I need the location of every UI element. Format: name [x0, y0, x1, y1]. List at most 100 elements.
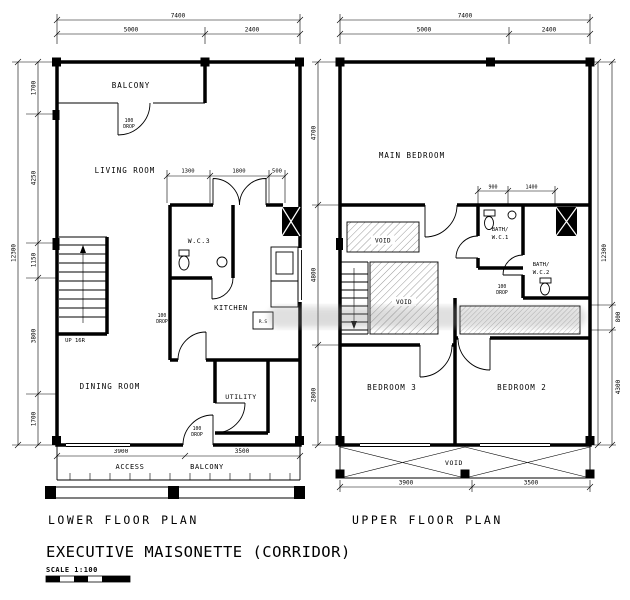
- lower-room-labels: BALCONY LIVING ROOM W.C.3 KITCHEN DINING…: [65, 81, 267, 471]
- upper-outer-walls: [338, 60, 592, 447]
- footer: LOWER FLOOR PLAN UPPER FLOOR PLAN EXECUT…: [45, 513, 503, 583]
- note-drop1-line2: DROP: [123, 124, 135, 130]
- window-bottom-left: [66, 443, 130, 447]
- dim-upper-total-width: 7400: [458, 13, 473, 20]
- dim-lower-w2: 2400: [245, 27, 260, 34]
- note-drop2-line1: 100: [158, 313, 167, 319]
- dim-lower-total-width: 7400: [171, 13, 186, 20]
- dim-upper-left1: 4700: [311, 125, 318, 140]
- corridor-column: [45, 486, 56, 499]
- void-column: [585, 469, 595, 479]
- lower-access-strip: [45, 445, 305, 499]
- window-bedroom2: [480, 443, 550, 447]
- service-duct-cross-icon: [281, 206, 301, 237]
- label-bg: [392, 297, 416, 306]
- dim-upper-left2: 4800: [311, 267, 318, 282]
- room-label-bath1-line2: W.C.1: [492, 235, 509, 241]
- corridor-column: [294, 486, 305, 499]
- room-label-dining: DINING ROOM: [80, 382, 141, 391]
- window-gap: [360, 441, 430, 449]
- lower-dimensions: 7400 5000 2400 1700 4250 1150 3800 1700 …: [11, 13, 304, 460]
- room-label-main-bedroom: MAIN BEDROOM: [379, 151, 445, 160]
- stair-arrow-icon: [80, 245, 86, 253]
- dim-lines: [17, 19, 300, 457]
- lower-interior-walls: [57, 62, 300, 435]
- bedroom2-door: [457, 337, 491, 371]
- dim-upper-right-total: 12300: [601, 244, 608, 262]
- upper-plan-title: UPPER FLOOR PLAN: [352, 513, 503, 527]
- room-label-bedroom3: BEDROOM 3: [367, 383, 417, 392]
- utility-door: [214, 402, 246, 434]
- dim-upper-b2: 3500: [524, 480, 539, 487]
- lower-doors: [117, 102, 267, 446]
- label-bg: [441, 457, 467, 467]
- dim-lower-m2: 1800: [232, 169, 245, 175]
- kitchen-sink: [275, 251, 294, 275]
- scale-bar: [45, 575, 131, 583]
- dim-upper-w1: 5000: [417, 27, 432, 34]
- lower-floor-plan: 7400 5000 2400 1700 4250 1150 3800 1700 …: [11, 13, 305, 499]
- note-drop3-line1: 100: [193, 426, 202, 432]
- room-label-balcony: BALCONY: [112, 81, 151, 90]
- void-column: [335, 469, 345, 479]
- room-label-void-stair: VOID: [396, 299, 412, 306]
- dim-upper-m1: 900: [488, 185, 497, 191]
- note-drop1-line1: 100: [125, 118, 134, 124]
- upper-doors: [419, 204, 524, 378]
- dim-upper-b1: 3900: [399, 480, 414, 487]
- lower-columns: [52, 57, 304, 445]
- drawing-title: EXECUTIVE MAISONETTE (CORRIDOR): [46, 543, 351, 561]
- dim-lower-b1: 3900: [114, 448, 129, 455]
- room-label-bedroom2: BEDROOM 2: [497, 383, 547, 392]
- dim-lower-h5: 1700: [31, 411, 38, 426]
- room-label-void-corridor: VOID: [375, 238, 391, 245]
- bath1-basin: [507, 210, 517, 220]
- lower-plan-title: LOWER FLOOR PLAN: [48, 513, 199, 527]
- dim-lower-h3: 1150: [31, 252, 38, 267]
- dim-lower-b2: 3500: [235, 448, 250, 455]
- scale-text: SCALE 1:100: [46, 566, 98, 574]
- note-drop3-line2: DROP: [191, 432, 203, 438]
- room-label-void-bottom: VOID: [445, 459, 463, 467]
- lower-stairs: [59, 236, 107, 323]
- dim-lower-h2: 4250: [31, 170, 38, 185]
- room-label-utility: UTILITY: [225, 393, 257, 401]
- dim-lower-m3: 500: [272, 169, 282, 175]
- dim-lower-w1: 5000: [124, 27, 139, 34]
- dim-ticks: [314, 16, 616, 491]
- room-label-wc3: W.C.3: [188, 237, 211, 245]
- dim-upper-right1: 800: [615, 311, 622, 322]
- lower-structure: [52, 57, 304, 449]
- upper-fixtures: [483, 209, 552, 296]
- main-bedroom-door: [424, 204, 458, 238]
- note-rs: R.S: [259, 319, 267, 325]
- note-drop-line1: 100: [498, 284, 507, 290]
- dim-upper-right2: 4300: [615, 379, 622, 394]
- room-label-access-balcony: BALCONY: [190, 463, 224, 471]
- kitchen-double-doors: [212, 178, 267, 206]
- dim-lines: [317, 19, 613, 488]
- bedroom3-door: [419, 344, 453, 378]
- bath2-toilet: [540, 282, 550, 296]
- balcony-door: [117, 102, 151, 136]
- room-label-bath2-line1: BATH/: [533, 262, 550, 268]
- access-railing-ticks: [69, 473, 291, 480]
- entrance-door-gap: [183, 441, 213, 449]
- room-label-bath1-line1: BATH/: [492, 227, 509, 233]
- wc3-basin: [216, 256, 228, 268]
- dim-lower-h4: 3800: [31, 328, 38, 343]
- window-gap: [66, 441, 130, 449]
- room-label-kitchen: KITCHEN: [214, 304, 248, 312]
- upper-void-strip: [335, 445, 595, 479]
- window-bedroom3: [360, 443, 430, 447]
- wc3-door: [211, 277, 234, 300]
- void-strip-cross-lines: [339, 446, 591, 479]
- bath1-toilet: [484, 216, 494, 230]
- bath-wc1-door: [455, 235, 479, 259]
- access-strip-outline: [56, 445, 301, 481]
- dim-upper-w2: 2400: [542, 27, 557, 34]
- dim-lower-total-height: 12300: [11, 244, 18, 262]
- room-label-living: LIVING ROOM: [95, 166, 156, 175]
